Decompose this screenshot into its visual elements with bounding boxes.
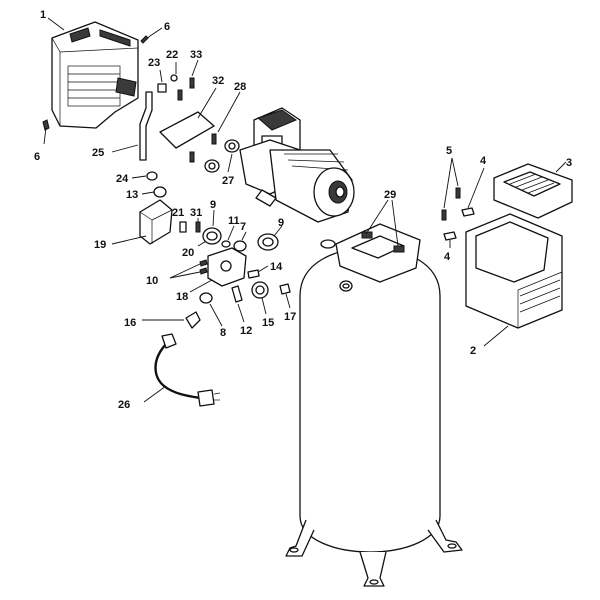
callout-28: 28 <box>234 81 246 93</box>
part-6-screw-lower <box>42 119 50 145</box>
part-7-fitting <box>233 231 247 252</box>
callout-14: 14 <box>270 261 283 273</box>
callout-1: 1 <box>40 9 46 21</box>
part-15-gauge <box>251 281 269 315</box>
part-27-fittings <box>204 139 240 173</box>
part-11-fitting <box>221 225 235 248</box>
callout-11: 11 <box>228 215 240 227</box>
callout-33: 33 <box>190 49 202 61</box>
part-31-fitting <box>195 221 201 233</box>
callout-32: 32 <box>212 75 224 87</box>
part-28-screws <box>189 91 241 163</box>
callout-5: 5 <box>446 145 452 157</box>
part-17-fitting <box>279 283 291 309</box>
callout-17: 17 <box>284 311 296 323</box>
callout-9-right: 9 <box>278 217 284 229</box>
part-19-pressure-switch <box>111 199 173 245</box>
callout-4-lower: 4 <box>444 251 451 263</box>
part-23-nut <box>157 69 167 93</box>
part-4-nut-lower <box>443 231 457 248</box>
part-16-strain-relief <box>142 311 201 329</box>
callout-labels: 1 2 3 4 4 5 6 6 7 8 9 9 10 11 12 13 14 1… <box>34 9 572 411</box>
part-3-air-filter <box>493 161 573 219</box>
callout-25: 25 <box>92 147 104 159</box>
part-24-fitting <box>131 171 158 181</box>
part-18-manifold <box>189 247 247 293</box>
callout-2: 2 <box>470 345 476 357</box>
callout-15: 15 <box>262 317 274 329</box>
part-1-shroud-cover <box>51 21 139 129</box>
part-8-fitting <box>199 292 223 327</box>
part-29-tank-bracket <box>320 199 421 283</box>
callout-27: 27 <box>222 175 234 187</box>
callout-24: 24 <box>116 173 129 185</box>
callout-12: 12 <box>240 325 252 337</box>
part-26-power-cord <box>143 333 221 407</box>
part-14-fitting <box>247 265 269 279</box>
callout-19: 19 <box>94 239 106 251</box>
part-25-outlet-tube <box>111 91 153 161</box>
callout-8: 8 <box>220 327 226 339</box>
callout-4-upper: 4 <box>480 155 487 167</box>
part-9-clamp-right <box>257 225 283 251</box>
part-6-screw-upper <box>140 35 151 44</box>
callout-16: 16 <box>124 317 136 329</box>
callout-20: 20 <box>182 247 194 259</box>
callout-31: 31 <box>190 207 202 219</box>
part-33-screws <box>177 59 199 101</box>
callout-9-left: 9 <box>210 199 216 211</box>
callout-6-lower: 6 <box>34 151 40 163</box>
part-12-valve <box>231 285 245 323</box>
callout-18: 18 <box>176 291 188 303</box>
callout-21: 21 <box>172 207 184 219</box>
callout-22: 22 <box>166 49 178 61</box>
part-9-clamp-left <box>202 209 222 245</box>
callout-26: 26 <box>118 399 130 411</box>
callout-29: 29 <box>384 189 396 201</box>
part-2-front-shroud <box>465 213 563 347</box>
part-5-screws <box>441 157 461 221</box>
callout-10: 10 <box>146 275 158 287</box>
callout-23: 23 <box>148 57 160 69</box>
pump-motor-assembly <box>239 107 355 223</box>
part-10-screws <box>169 259 208 279</box>
part-4-nut-upper <box>461 167 485 217</box>
callout-3: 3 <box>566 157 572 169</box>
callout-13: 13 <box>126 189 138 201</box>
part-32-mounting-plate <box>159 87 217 149</box>
air-tank <box>285 247 463 587</box>
callout-7: 7 <box>240 221 246 233</box>
part-13-switch-knob <box>141 186 167 198</box>
part-21-fitting <box>179 221 187 233</box>
callout-6-upper: 6 <box>164 21 170 33</box>
part-22-washer <box>170 62 178 82</box>
